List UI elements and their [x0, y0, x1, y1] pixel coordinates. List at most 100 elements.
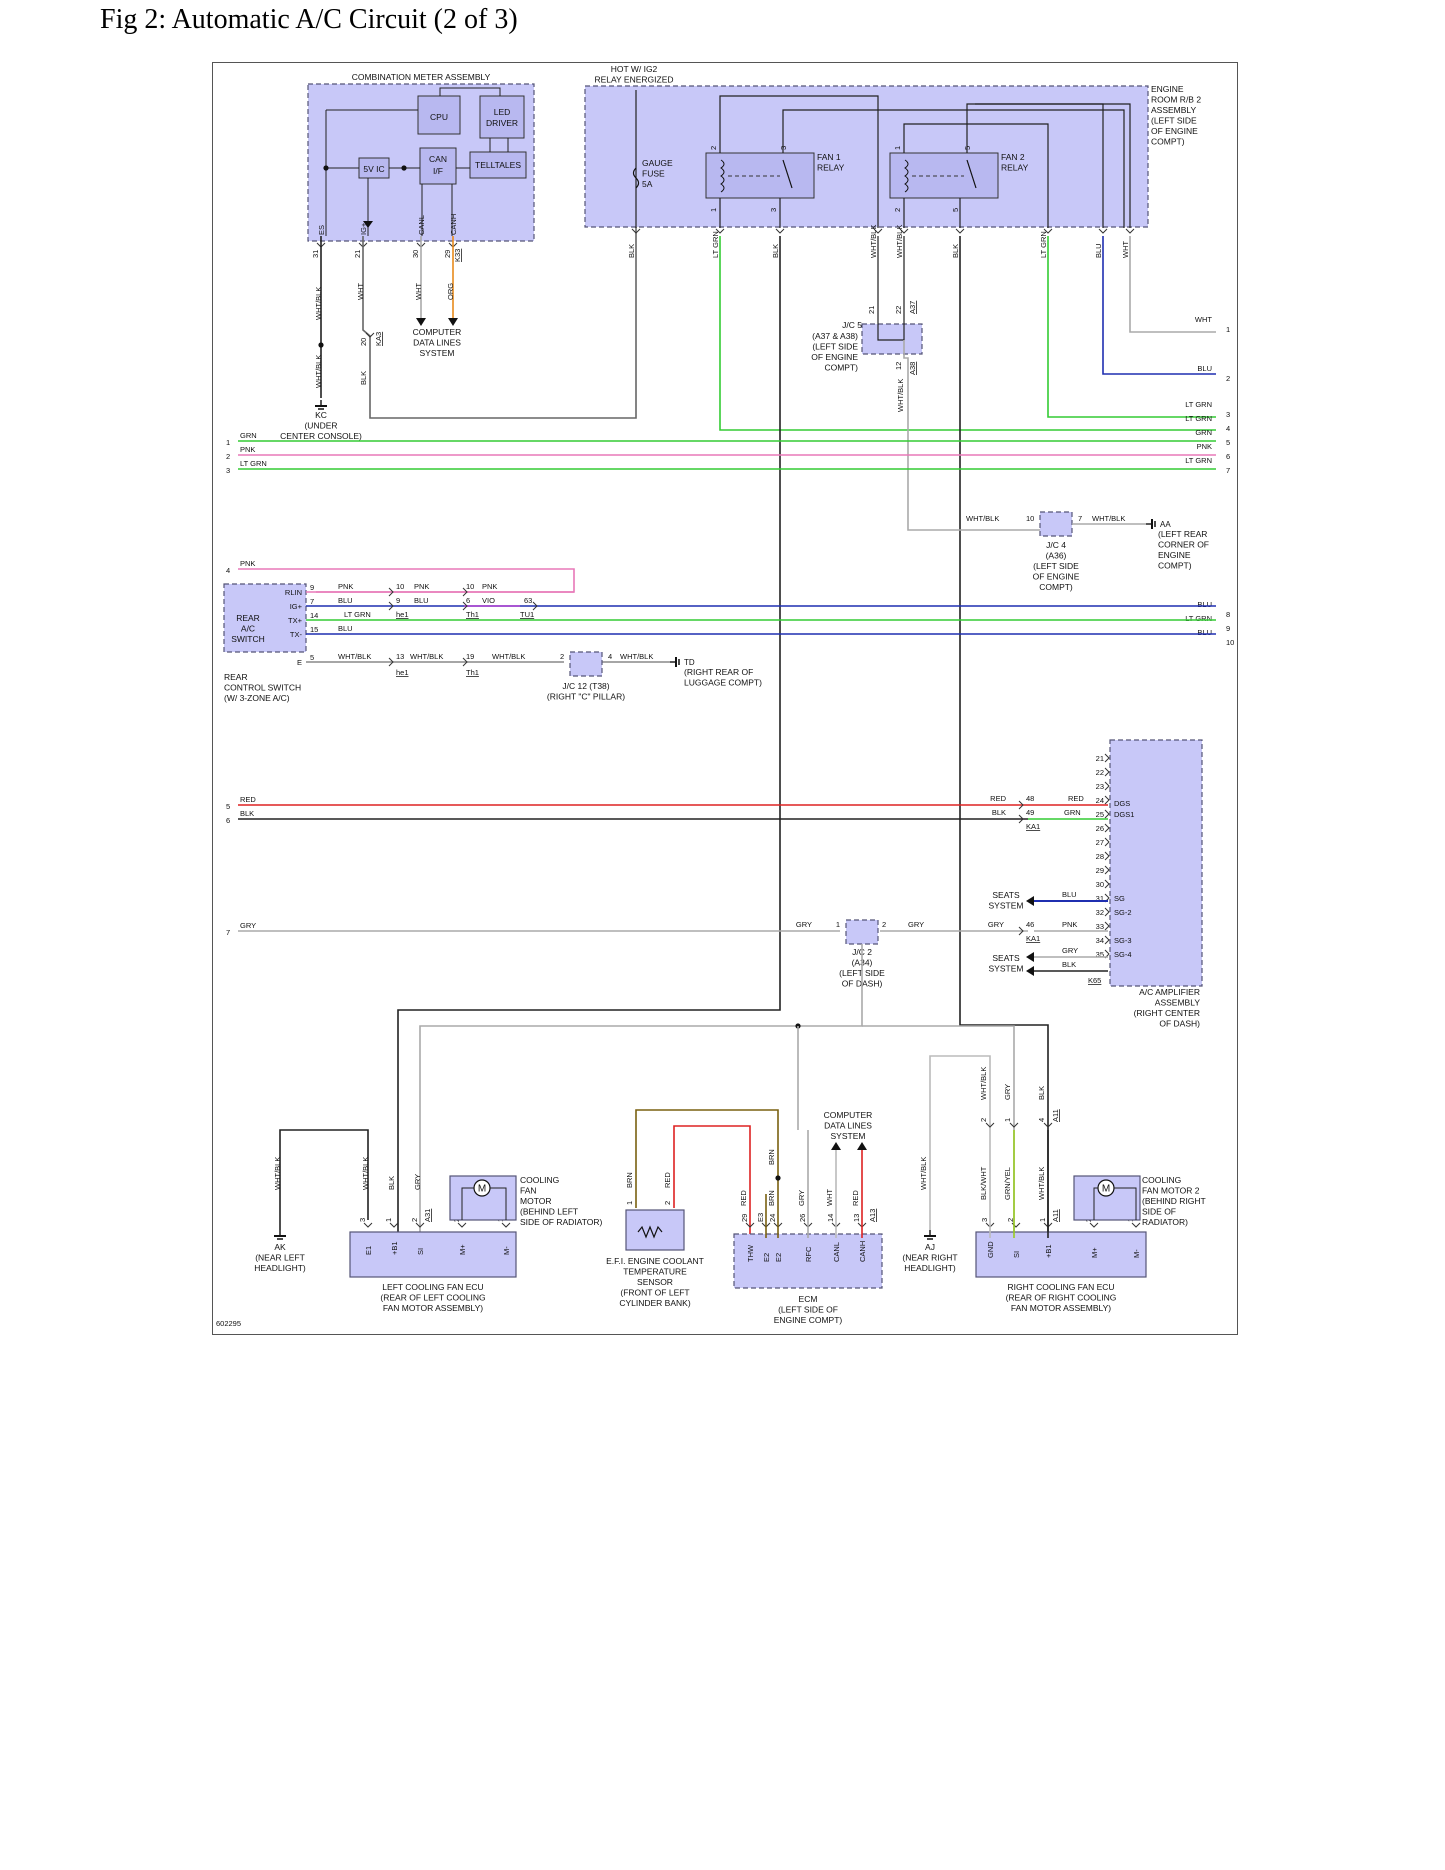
wire-red [673, 1125, 751, 1238]
wire-color-label: WHT/BLK [410, 652, 443, 661]
thermistor-icon [637, 1225, 663, 1239]
junction-dot [318, 342, 324, 348]
jc5-box [861, 323, 923, 355]
wire-color-label: GRY [988, 920, 1004, 929]
connector-chevron [1104, 865, 1110, 875]
connector-chevron [955, 228, 965, 234]
wire-color-label: BLU [338, 624, 353, 633]
left-ecu-name: FAN MOTOR ASSEMBLY) [383, 1303, 483, 1313]
pin-number: 3 [358, 1218, 367, 1222]
right-edge-number: 2 [1226, 374, 1230, 383]
relay-pin-number: 2 [709, 146, 718, 150]
rear-switch-label: A/C [241, 624, 255, 634]
rear-switch-name: (W/ 3-ZONE A/C) [224, 693, 290, 703]
wire-color-label: GRN [1064, 808, 1081, 817]
wire-wht [1129, 236, 1216, 333]
ecm-pin-label: CANH [858, 1241, 867, 1262]
right-edge-number: 6 [1226, 452, 1230, 461]
pin-number: 21 [353, 250, 362, 258]
rear-switch-label: REAR [236, 613, 260, 623]
right-motor-label: SIDE OF [1142, 1207, 1176, 1217]
jc5-label: COMPT) [824, 363, 858, 373]
pin-number: E3 [756, 1213, 765, 1222]
pin-number: 21 [867, 306, 876, 314]
hot-label: HOT W/ IG2 [611, 64, 658, 74]
wire-color-label: BLU [1062, 890, 1077, 899]
can-label: CAN [429, 154, 447, 164]
combination-meter-title: COMBINATION METER ASSEMBLY [352, 72, 491, 82]
relay-box-name: (LEFT SIDE [1151, 116, 1197, 126]
pin-number: 12 [894, 362, 903, 370]
connector-chevron [462, 601, 468, 611]
relay-pin-number: 3 [769, 208, 778, 212]
pin-number: 2 [663, 1201, 672, 1205]
connector-chevron [1104, 753, 1110, 763]
arrow-icon [831, 1142, 841, 1150]
if-label: I/F [433, 166, 443, 176]
wire-color-label: LT GRN [711, 231, 720, 258]
figure-title: Fig 2: Automatic A/C Circuit (2 of 3) [100, 4, 518, 35]
wire-color-label: WHT/BLK [361, 1157, 370, 1190]
switch-pin-label: E [297, 658, 302, 667]
right-edge-wire-label: LT GRN [1185, 614, 1212, 623]
amp-pin-number: 23 [1096, 782, 1104, 791]
wire-color-label: BLK [387, 1176, 396, 1190]
sensor-name: TEMPERATURE [623, 1267, 687, 1277]
data-lines-label: COMPUTER [413, 327, 462, 337]
wire-color-label: ORG [446, 283, 455, 300]
right-edge-wire-label: PNK [1197, 442, 1212, 451]
connector-chevron [1125, 228, 1135, 234]
left-edge-number: 2 [226, 452, 230, 461]
pin-number: 3 [980, 1218, 989, 1222]
pin-number: 1 [384, 1218, 393, 1222]
relay-box-name: OF ENGINE [1151, 126, 1198, 136]
wire-lt-grn [1047, 236, 1216, 418]
jc5-label: (A37 & A38) [812, 331, 858, 341]
coolant-sensor-box [625, 1209, 685, 1251]
relay-coil-icon [904, 159, 909, 193]
right-motor-label: COOLING [1142, 1175, 1181, 1185]
right-edge-number: 9 [1226, 624, 1230, 633]
wire-wht-blk [903, 340, 1050, 531]
ecm-name: (LEFT SIDE OF [778, 1305, 838, 1315]
connector-chevron [365, 332, 375, 338]
wire-color-label: WHT [1121, 241, 1130, 258]
ecu-pin-label: +B1 [1044, 1244, 1053, 1258]
arrow-icon [448, 318, 458, 326]
wire-wht [362, 90, 637, 419]
ecu-pin-label: +B1 [390, 1241, 399, 1255]
amp-pin-number: 24 [1096, 796, 1104, 805]
pin-number: 7 [1078, 514, 1082, 523]
wire-color-label: BLK [951, 244, 960, 258]
connector-chevron [1104, 767, 1110, 777]
motor-wire [1114, 1187, 1137, 1220]
pin-number: 13 [396, 652, 404, 661]
right-edge-wire-label: LT GRN [1185, 414, 1212, 423]
wire-color-label: GRN/YEL [1003, 1167, 1012, 1200]
amp-pin-number: 31 [1096, 894, 1104, 903]
wire-lt-grn [719, 236, 1216, 431]
ecu-pin-label: SI [1012, 1251, 1021, 1258]
left-motor-label: MOTOR [520, 1196, 551, 1206]
wire-color-label: WHT/BLK [273, 1157, 282, 1190]
relay-box-name: ENGINE [1151, 84, 1184, 94]
arrow-icon [857, 1142, 867, 1150]
pin-number: 29 [740, 1214, 749, 1222]
connector-chevron [501, 1222, 511, 1228]
connector-chevron [415, 1222, 425, 1228]
fuse-label: FUSE [642, 169, 665, 179]
ecu-pin-label: M- [1132, 1249, 1141, 1258]
amp-pin-label: DGS1 [1114, 810, 1134, 819]
fuse-icon [632, 167, 640, 189]
ecu-pin-label: M- [502, 1246, 511, 1255]
rear-switch-name: CONTROL SWITCH [224, 683, 301, 693]
wire-color-label: BLU [1094, 243, 1103, 258]
connector-chevron [1018, 814, 1024, 824]
ecu-pin-label: GND [986, 1241, 995, 1258]
connector-chevron [1104, 781, 1110, 791]
pin-number: 24 [768, 1214, 777, 1222]
relay-box-name: ROOM R/B 2 [1151, 95, 1201, 105]
wire-internal [719, 95, 879, 228]
wire-color-label: WHT/BLK [966, 514, 999, 523]
